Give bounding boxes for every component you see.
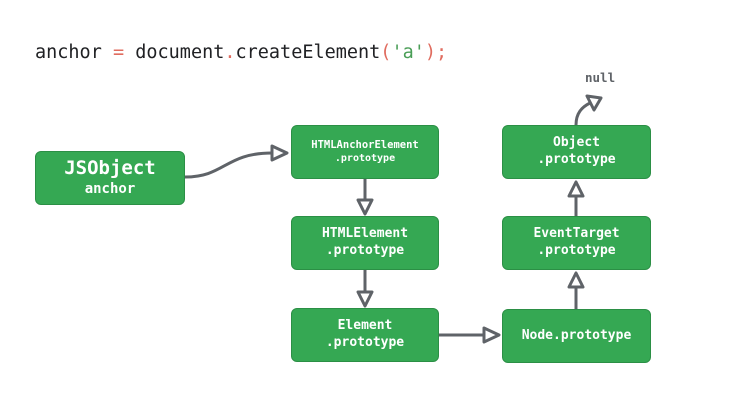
code-line: anchor = document.createElement('a');: [35, 42, 447, 63]
arrowhead-eventtarget: [567, 271, 585, 289]
node-html-anchor-element-prototype: HTMLAnchorElement .prototype: [291, 125, 439, 179]
arrowhead-null: [585, 94, 603, 112]
node-jsobject-title: JSObject: [64, 156, 156, 179]
node-html-element-prototype: HTMLElement .prototype: [291, 216, 439, 270]
code-open-paren: (: [380, 42, 392, 63]
node-element-title: Element: [337, 318, 393, 334]
code-dot: .: [224, 42, 236, 63]
node-html-element-title: HTMLElement: [321, 226, 409, 242]
edge-jsobject-to-anchor-proto: [183, 151, 274, 179]
node-html-anchor-title: HTMLAnchorElement: [311, 138, 419, 151]
code-method: createElement: [235, 42, 381, 63]
code-arg: 'a': [391, 42, 425, 63]
node-object-subtitle: .prototype: [537, 152, 616, 167]
node-node-title: Node.prototype: [521, 327, 632, 343]
edge-object-to-null: [574, 101, 592, 127]
arrowhead-htmlelement: [356, 198, 374, 216]
node-html-element-subtitle: .prototype: [325, 243, 405, 258]
node-element-prototype: Element .prototype: [291, 308, 439, 362]
node-object-prototype: Object .prototype: [502, 125, 651, 179]
node-html-anchor-subtitle: .prototype: [334, 153, 396, 165]
code-close: );: [424, 42, 448, 63]
arrowhead-element: [356, 290, 374, 308]
node-event-target-prototype: EventTarget .prototype: [502, 216, 651, 270]
code-var: anchor: [35, 42, 102, 63]
code-assign: =: [112, 42, 125, 63]
code-object: document: [135, 42, 225, 63]
node-jsobject-subtitle: anchor: [84, 180, 136, 197]
node-node-prototype: Node.prototype: [502, 309, 651, 363]
arrowhead-node: [482, 326, 501, 344]
node-element-subtitle: .prototype: [325, 335, 405, 350]
arrowhead-anchor-proto: [270, 144, 289, 162]
node-object-title: Object: [553, 135, 600, 151]
node-jsobject-anchor: JSObject anchor: [35, 151, 185, 205]
arrowhead-object: [567, 180, 585, 198]
node-event-target-title: EventTarget: [533, 226, 620, 242]
node-event-target-subtitle: .prototype: [537, 243, 616, 258]
null-label: null: [585, 70, 616, 85]
